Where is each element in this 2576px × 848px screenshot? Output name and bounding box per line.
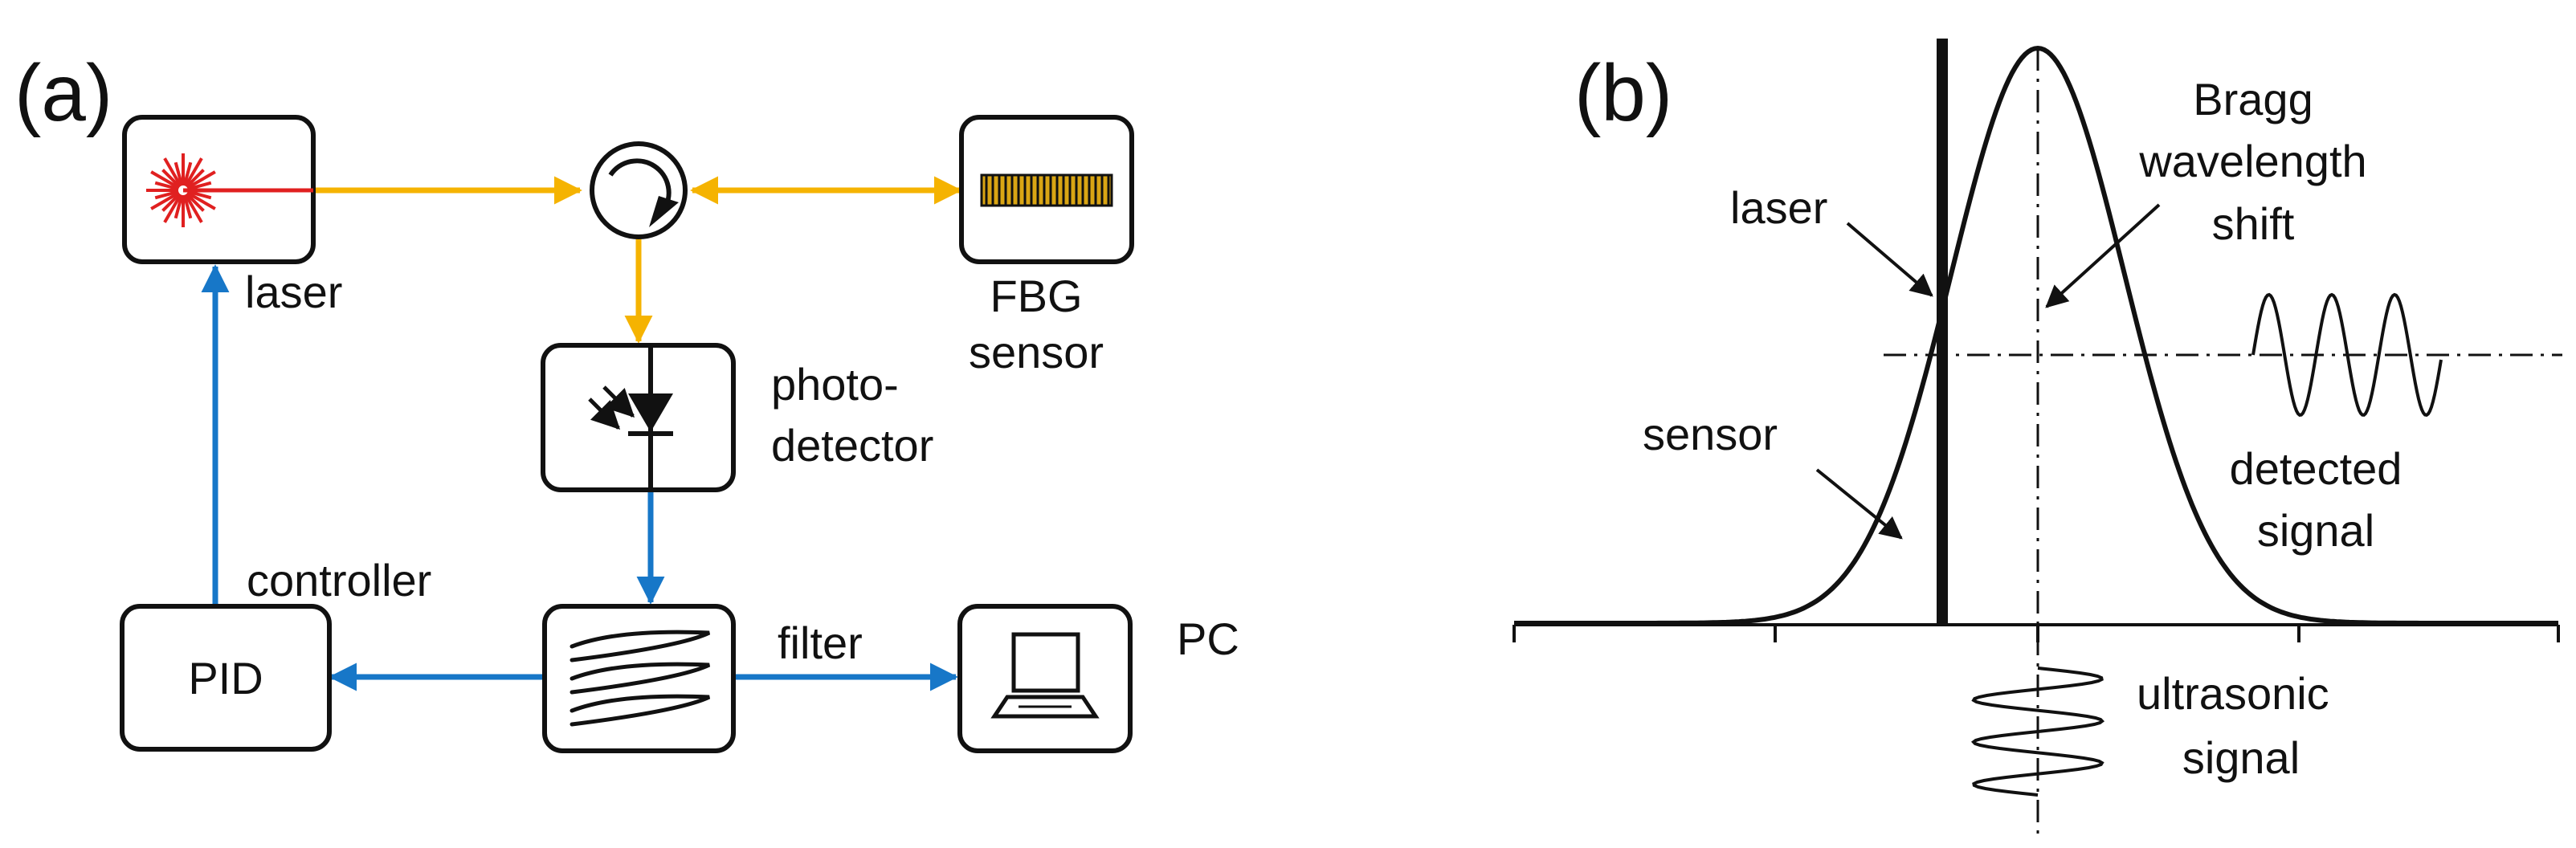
bragg-label-line1: Bragg bbox=[2193, 74, 2313, 124]
pc-box bbox=[957, 604, 1133, 753]
panel-a: (a) laser FBG sensor bbox=[14, 48, 1239, 753]
photodetector-box bbox=[541, 343, 736, 492]
photodetector-label-line2: detector bbox=[771, 420, 933, 471]
pc-label: PC bbox=[1177, 614, 1239, 664]
fbg-sensor-box bbox=[959, 115, 1134, 264]
photodetector-label-line1: photo- bbox=[771, 359, 899, 410]
detected-label-line1: detected bbox=[2230, 443, 2402, 494]
photodiode-icon bbox=[588, 385, 673, 436]
detected-signal-wave bbox=[2251, 292, 2443, 418]
laptop-icon bbox=[990, 632, 1100, 719]
bragg-label-line2: wavelength bbox=[2138, 136, 2366, 186]
fbg-label-line1: FBG bbox=[990, 271, 1082, 321]
ultrasonic-signal-wave bbox=[1970, 667, 2105, 797]
detected-label-line2: signal bbox=[2257, 505, 2374, 556]
controller-label: controller bbox=[247, 555, 431, 605]
pid-box: PID bbox=[120, 604, 332, 752]
laser-starburst-icon bbox=[146, 153, 220, 227]
grating-lines bbox=[985, 175, 1110, 206]
laser-box bbox=[122, 115, 316, 264]
fiber-grating-icon bbox=[980, 173, 1113, 207]
bragg-shift-pointer-arrow bbox=[2045, 203, 2161, 308]
fbg-label-line2: sensor bbox=[969, 327, 1104, 377]
circulator-icon bbox=[590, 141, 688, 239]
sensor-pointer-arrow bbox=[1815, 468, 1903, 540]
ultrasonic-label-line1: ultrasonic bbox=[2137, 668, 2329, 719]
sensor-curve-label: sensor bbox=[1643, 409, 1778, 459]
pid-label: PID bbox=[188, 653, 263, 703]
laser-curve-label: laser bbox=[1730, 182, 1827, 233]
panel-b-label: (b) bbox=[1574, 48, 1672, 138]
bragg-label-line3: shift bbox=[2212, 198, 2295, 249]
ultrasonic-label-line2: signal bbox=[2182, 732, 2300, 783]
filter-wave-icon bbox=[569, 630, 711, 727]
axis-ticks bbox=[1513, 625, 2560, 642]
filter-box bbox=[542, 604, 736, 753]
panel-a-label: (a) bbox=[14, 48, 112, 138]
panel-b: (b) laser Bragg wavelength shift senso bbox=[1513, 39, 2562, 835]
sensor-spectrum-curve bbox=[1514, 45, 2558, 626]
laser-pointer-arrow bbox=[1846, 222, 1933, 297]
laser-label: laser bbox=[245, 267, 342, 317]
filter-label: filter bbox=[778, 618, 863, 668]
